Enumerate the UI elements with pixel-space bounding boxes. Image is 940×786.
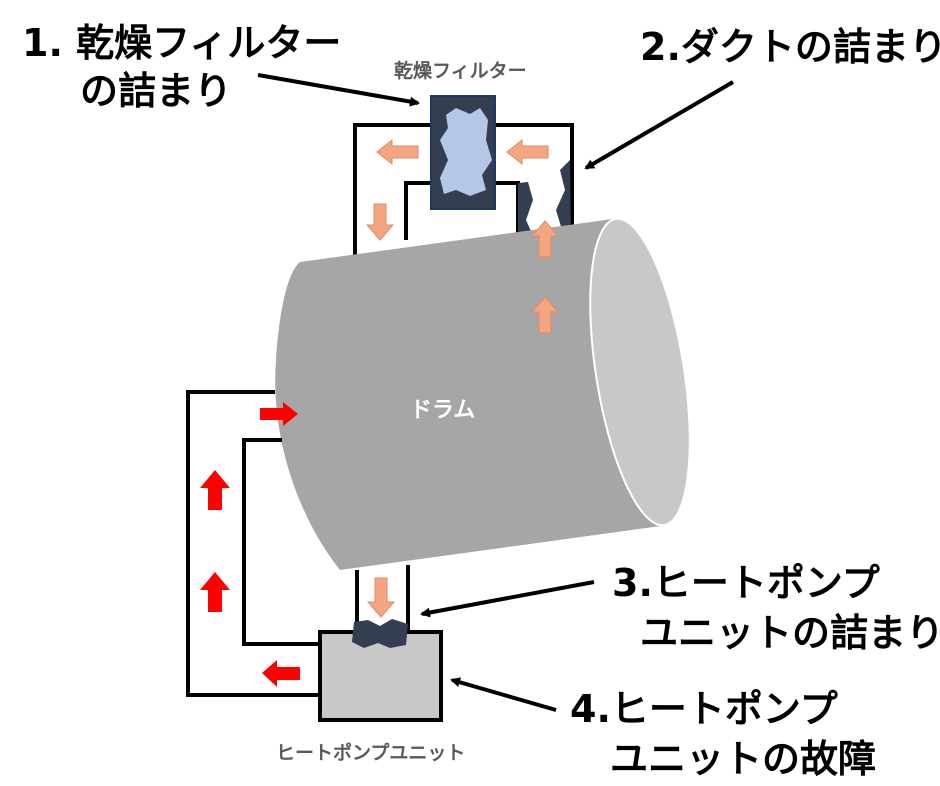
filter-label: 乾燥フィルター [394, 60, 527, 82]
drum [275, 217, 691, 570]
callout-2-line1: 2.ダクトの詰まり [640, 25, 940, 69]
hot-air-arrows [200, 402, 300, 687]
arrow-up-icon [200, 470, 230, 510]
callout-3-arrow [420, 580, 595, 618]
heat-pump-unit [318, 619, 443, 722]
callout-4-arrow [450, 677, 557, 712]
callout-4-line1: 4.ヒートポンプ [570, 687, 838, 731]
arrow-left-icon [376, 138, 419, 166]
callout-1-line2: の詰まり [80, 69, 233, 113]
callout-2-arrow [584, 80, 735, 170]
callout-1-line1: 1. 乾燥フィルター [22, 21, 342, 65]
arrow-down-icon [366, 577, 396, 618]
heat-pump-clog [352, 619, 408, 648]
callout-4-line2: ユニットの故障 [610, 737, 877, 781]
arrow-up-icon [200, 572, 230, 612]
callout-arrows [257, 73, 735, 712]
arrow-up-icon [530, 296, 560, 334]
heat-pump-label: ヒートポンプユニット [276, 742, 466, 764]
arrow-left-icon [262, 660, 300, 687]
arrow-right-icon [260, 402, 298, 426]
dry-filter [430, 95, 496, 210]
drum-label: ドラム [410, 398, 476, 423]
callout-1-arrow [257, 73, 420, 107]
callout-3-line1: 3.ヒートポンプ [612, 561, 880, 605]
arrow-up-icon [530, 220, 560, 258]
arrow-left-icon [506, 138, 549, 166]
callout-3-line2: ユニットの詰まり [640, 611, 940, 655]
lower-duct [186, 390, 410, 697]
exhaust-arrows [365, 138, 560, 618]
arrow-down-icon [365, 203, 395, 241]
